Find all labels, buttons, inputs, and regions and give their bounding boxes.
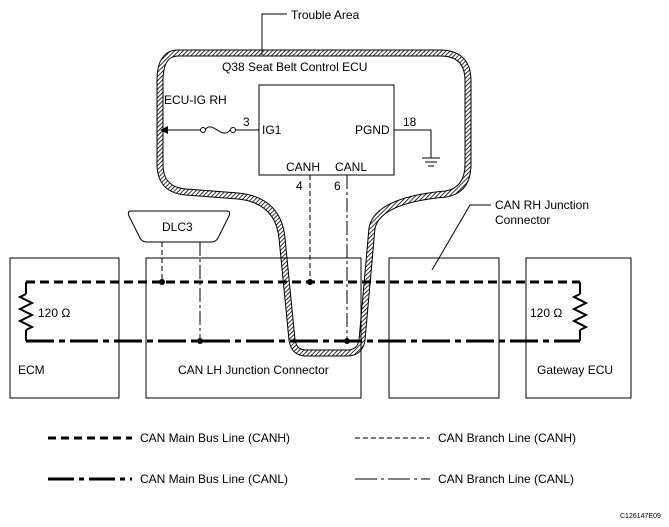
trouble-area-label: Trouble Area [291, 8, 360, 22]
pin-ig1-number: 3 [243, 115, 250, 129]
ecm-box [9, 257, 120, 399]
gateway-ecu-label: Gateway ECU [537, 363, 613, 377]
can-rh-junction-leader [431, 204, 491, 271]
legend-label-branch-canl: CAN Branch Line (CANL) [438, 472, 574, 486]
canl-pin-name: CANL [335, 160, 367, 174]
legend-label-main-canl: CAN Main Bus Line (CANL) [140, 472, 288, 486]
ig1-circuit [160, 126, 259, 134]
fuse-icon [204, 126, 231, 134]
ecm-resistor-label: 120 Ω [38, 306, 70, 320]
gateway-resistor-label: 120 Ω [530, 306, 562, 320]
gateway-ecu-box [525, 257, 632, 399]
legend-label-branch-canh: CAN Branch Line (CANH) [438, 431, 576, 445]
ecu-title: Q38 Seat Belt Control ECU [222, 60, 367, 74]
canh-pin-name: CANH [286, 160, 320, 174]
canl-pin-number: 6 [334, 179, 341, 193]
ecm-resistor-icon [17, 282, 35, 341]
legend: CAN Main Bus Line (CANH) CAN Branch Line… [48, 431, 576, 486]
canh-pin-number: 4 [296, 179, 303, 193]
ecu-ig-source-label: ECU-IG RH [164, 93, 227, 107]
legend-label-main-canh: CAN Main Bus Line (CANH) [140, 431, 290, 445]
can-lh-junction-box [145, 257, 362, 399]
pin-ig1-name: IG1 [262, 123, 282, 137]
fuse-left-terminal [200, 127, 206, 133]
fuse-right-terminal [230, 127, 236, 133]
can-rh-junction-label-line2: Connector [495, 213, 550, 227]
can-rh-junction-box [388, 257, 500, 399]
ground-icon [394, 129, 440, 167]
pin-pgnd-number: 18 [403, 115, 417, 129]
pin-pgnd-name: PGND [355, 123, 390, 137]
can-lh-junction-label: CAN LH Junction Connector [178, 363, 329, 377]
dlc3-label: DLC3 [162, 220, 193, 234]
junction-dot-dlc3-canh [159, 279, 165, 285]
dlc3-connector [127, 210, 231, 243]
junction-dot-dlc3-canl [197, 338, 203, 344]
can-rh-junction-label-line1: CAN RH Junction [495, 198, 589, 212]
figure-code: C126147E09 [620, 513, 661, 520]
junction-dot-ecu-canh [307, 279, 313, 285]
gateway-resistor-icon [571, 282, 589, 341]
trouble-area-outline [156, 49, 472, 357]
trouble-area-leader [261, 13, 287, 55]
ecm-label: ECM [18, 363, 45, 377]
junction-dot-ecu-canl [344, 338, 350, 344]
arrow-left-icon [160, 126, 168, 134]
